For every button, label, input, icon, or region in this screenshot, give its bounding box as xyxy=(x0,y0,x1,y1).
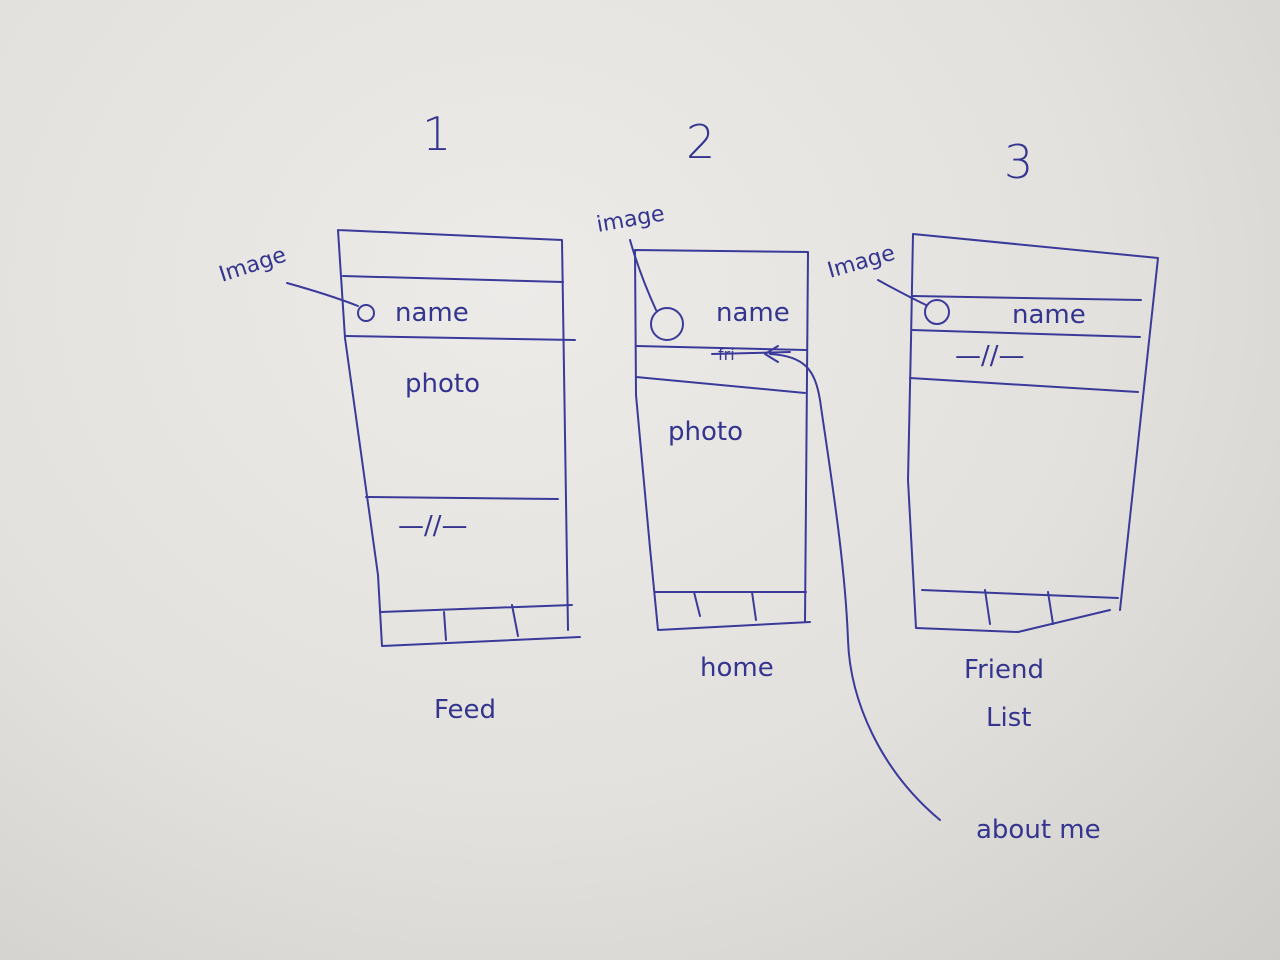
screen-1-number: 1 xyxy=(422,107,451,161)
about-me-callout-label: about me xyxy=(976,815,1101,845)
screen-2-about-divider xyxy=(635,376,806,394)
screen-1-frame xyxy=(337,229,581,647)
screen-2-photo-label: photo xyxy=(668,417,743,447)
screen-3-frame xyxy=(907,233,1159,633)
screen-1-name-divider xyxy=(344,335,576,341)
screen-2-home: 2 name fri image photo home xyxy=(595,115,941,821)
screen-3-caption-line2: List xyxy=(986,703,1031,733)
screen-1-feed: 1 name Image photo —//— Feed xyxy=(216,107,581,725)
screen-1-divider-mark: —//— xyxy=(398,511,468,541)
screen-2-image-note: image xyxy=(595,201,667,238)
screen-2-tabbar xyxy=(654,591,807,621)
screen-3-avatar-icon xyxy=(924,299,950,325)
screen-2-caption: home xyxy=(700,653,774,683)
screen-1-name-label: name xyxy=(395,298,469,328)
screen-3-tabbar xyxy=(921,589,1119,625)
screen-3-row-divider xyxy=(909,377,1139,393)
screen-3-name-divider xyxy=(911,329,1141,338)
screen-3-name-label: name xyxy=(1012,300,1086,330)
screen-3-caption-line1: Friend xyxy=(964,655,1044,685)
screen-2-name-label: name xyxy=(716,298,790,328)
screen-3-image-note: Image xyxy=(825,241,898,284)
screen-2-strike-line xyxy=(711,351,791,355)
screen-3-number: 3 xyxy=(1004,135,1033,189)
screen-2-name-divider xyxy=(635,345,807,351)
screen-1-avatar-icon xyxy=(357,304,375,322)
screen-1-caption: Feed xyxy=(434,695,496,725)
screen-1-photo-divider xyxy=(365,496,559,500)
screen-3-friend-list: 3 name Image —//— Friend List xyxy=(825,135,1159,733)
screen-1-photo-label: photo xyxy=(405,369,480,399)
about-me-callout-arrow xyxy=(769,353,941,821)
screen-1-image-note: Image xyxy=(216,243,289,288)
screen-1-header-divider xyxy=(342,275,564,283)
screen-1-tabbar xyxy=(379,604,573,641)
screen-3-header-divider xyxy=(911,295,1142,301)
about-me-arrowhead xyxy=(764,345,779,363)
screen-2-number: 2 xyxy=(686,115,715,169)
screen-1-image-pointer xyxy=(286,282,359,307)
screen-2-image-pointer xyxy=(629,239,657,311)
screen-3-divider-mark: —//— xyxy=(955,341,1025,371)
screen-3-image-pointer xyxy=(877,279,927,306)
screen-2-avatar-icon xyxy=(650,307,684,341)
